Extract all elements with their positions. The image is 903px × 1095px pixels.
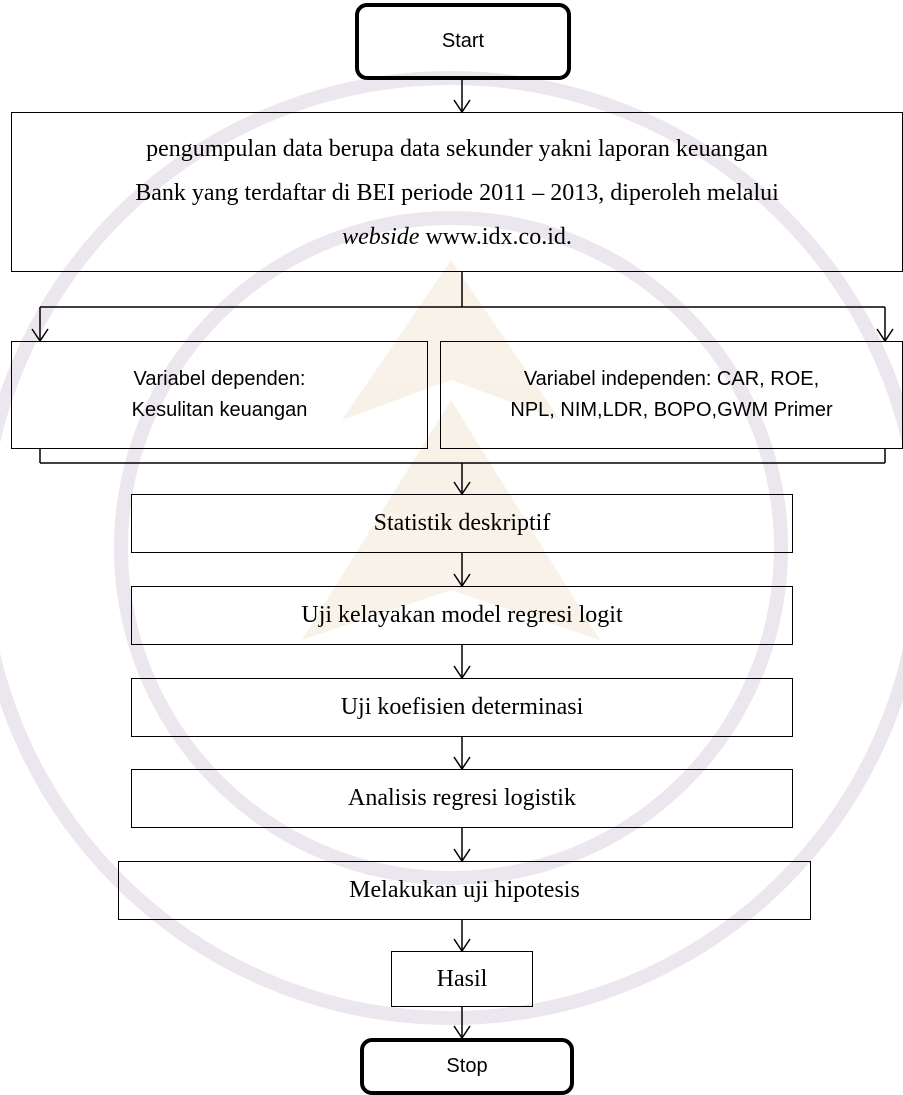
step-2-label: Uji kelayakan model regresi logit bbox=[301, 602, 623, 628]
step-3-label: Uji koefisien determinasi bbox=[340, 694, 584, 720]
determination-coefficient-node: Uji koefisien determinasi bbox=[131, 678, 793, 737]
model-fit-test-node: Uji kelayakan model regresi logit bbox=[131, 586, 793, 645]
collection-line-2: Bank yang terdaftar di BEI periode 2011 … bbox=[135, 180, 779, 206]
independent-variable-node: Variabel independen: CAR, ROE, NPL, NIM,… bbox=[440, 341, 903, 449]
logistic-regression-node: Analisis regresi logistik bbox=[131, 769, 793, 828]
dependent-line-1: Variabel dependen: bbox=[133, 368, 306, 390]
dependent-line-2: Kesulitan keuangan bbox=[131, 399, 308, 421]
step-4-label: Analisis regresi logistik bbox=[348, 785, 576, 811]
descriptive-statistics-node: Statistik deskriptif bbox=[131, 494, 793, 553]
result-label: Hasil bbox=[436, 965, 488, 992]
collection-text: pengumpulan data berupa data sekunder ya… bbox=[12, 113, 902, 259]
dependent-variable-node: Variabel dependen: Kesulitan keuangan bbox=[11, 341, 428, 449]
independent-line-1: Variabel independen: CAR, ROE, bbox=[523, 368, 820, 390]
start-node: Start bbox=[355, 3, 571, 80]
stop-node: Stop bbox=[360, 1038, 574, 1095]
result-node: Hasil bbox=[391, 951, 533, 1007]
collection-line-3-italic: webside bbox=[342, 224, 420, 250]
start-label: Start bbox=[441, 30, 485, 52]
stop-label: Stop bbox=[446, 1055, 488, 1077]
step-5-label: Melakukan uji hipotesis bbox=[349, 877, 580, 903]
collection-line-3-rest: www.idx.co.id. bbox=[419, 224, 572, 250]
step-1-label: Statistik deskriptif bbox=[373, 510, 551, 536]
independent-line-2: NPL, NIM,LDR, BOPO,GWM Primer bbox=[510, 399, 833, 421]
collection-line-1: pengumpulan data berupa data sekunder ya… bbox=[146, 136, 768, 162]
hypothesis-test-node: Melakukan uji hipotesis bbox=[118, 861, 811, 920]
data-collection-node: pengumpulan data berupa data sekunder ya… bbox=[11, 112, 903, 272]
collection-line-3: webside www.idx.co.id. bbox=[12, 215, 902, 259]
